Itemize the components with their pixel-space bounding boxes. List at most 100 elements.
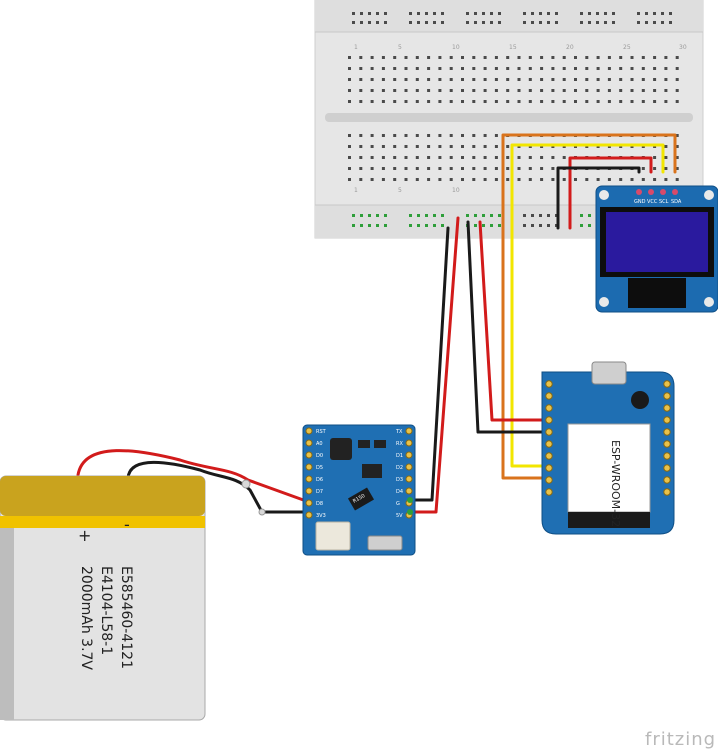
breadboard-hole [641,89,645,92]
breadboard-hole [370,156,374,159]
breadboard-hole [438,67,442,70]
shield-pin [305,463,313,471]
breadboard-hole [370,145,374,148]
breadboard-hole [359,156,363,159]
breadboard-rail-hole [360,224,363,227]
breadboard-hole [562,56,566,59]
breadboard-hole [574,67,577,70]
breadboard-hole [404,167,408,170]
breadboard-rail-hole [417,224,420,227]
breadboard-hole [551,100,555,103]
breadboard-hole [669,12,672,15]
breadboard-hole [619,89,623,92]
breadboard-hole [494,156,498,159]
breadboard-hole [607,56,611,59]
breadboard-hole [425,21,428,24]
breadboard-hole [607,178,611,181]
breadboard-hole [596,100,600,103]
breadboard-hole [348,156,351,159]
breadboard-rail-hole [539,224,542,227]
breadboard-hole [381,134,385,137]
breadboard-hole [574,89,577,92]
battery-label-line1: E585460-4121 [118,566,134,669]
breadboard-hole [359,178,363,181]
breadboard-hole [472,156,476,159]
breadboard-hole [506,167,510,170]
breadboard-hole [474,21,477,24]
breadboard-rail-hole [376,214,379,217]
breadboard-hole [404,78,408,81]
breadboard-hole [517,78,521,81]
esp32-module-label: ESP-WROOM-32 [609,440,622,527]
wire-orange-sda[interactable] [501,133,677,480]
breadboard-hole [393,78,397,81]
breadboard-hole [381,78,385,81]
shield-chip [374,440,386,448]
breadboard-hole [637,21,640,24]
shield-label-d6: D6 [316,477,323,483]
breadboard-rail-hole [474,214,477,217]
breadboard-hole [664,145,668,148]
breadboard-hole [393,134,397,137]
breadboard-hole [562,178,566,181]
breadboard-rail-hole [498,224,501,227]
esp32-pin [545,440,553,448]
wire-red-battery[interactable] [76,449,322,508]
wire-black-shield-gnd[interactable] [410,226,450,502]
breadboard-hole [607,78,611,81]
breadboard-hole [664,56,668,59]
esp32-pin [663,464,671,472]
breadboard-hole [360,21,363,24]
breadboard-hole [461,134,464,137]
shield-label-rst: RST [316,429,327,435]
breadboard-hole [393,145,397,148]
breadboard-rail-hole [433,214,436,217]
breadboard-hole [438,78,442,81]
breadboard-rail-hole [547,214,550,217]
breadboard-hole [675,78,679,81]
wire-red-shield-5v[interactable] [410,216,460,514]
breadboard-hole [381,156,385,159]
breadboard-hole [415,156,419,159]
shield-label-tx: TX [395,429,403,435]
breadboard-hole [483,56,487,59]
breadboard-hole [675,145,679,148]
breadboard-hole [517,178,521,181]
breadboard-hole [547,12,550,15]
breadboard-rail-hole [490,224,493,227]
breadboard-hole [483,145,487,148]
breadboard-rail-hole [588,224,591,227]
esp32-pin [663,392,671,400]
breadboard-rail-hole [498,214,501,217]
breadboard-hole [461,78,464,81]
breadboard-hole [630,178,634,181]
wire-black-esp-gnd[interactable] [466,220,560,434]
wire-red-esp-5v[interactable] [478,220,560,422]
breadboard-hole [370,167,374,170]
breadboard-hole [619,78,623,81]
breadboard-hole [376,12,379,15]
breadboard-hole [506,145,510,148]
shield-label-rx: RX [396,441,403,447]
breadboard-hole [641,178,645,181]
wire-red-oled-vcc[interactable] [568,156,653,230]
breadboard-hole [528,78,532,81]
breadboard-hole [562,78,566,81]
breadboard-hole [461,178,464,181]
breadboard-rail-hole [376,224,379,227]
breadboard-hole [574,56,577,59]
breadboard-hole [664,100,668,103]
breadboard-hole [381,145,385,148]
breadboard-hole [580,12,583,15]
breadboard-hole [461,89,464,92]
breadboard-hole [381,100,385,103]
breadboard-hole [370,67,374,70]
breadboard-hole [415,145,419,148]
breadboard-hole [664,67,668,70]
wire-black-oled-gnd[interactable] [556,166,641,230]
breadboard-rail-hole [409,224,412,227]
breadboard-hole [585,78,589,81]
wire-yellow-scl[interactable] [510,143,665,468]
breadboard-hole [483,78,487,81]
